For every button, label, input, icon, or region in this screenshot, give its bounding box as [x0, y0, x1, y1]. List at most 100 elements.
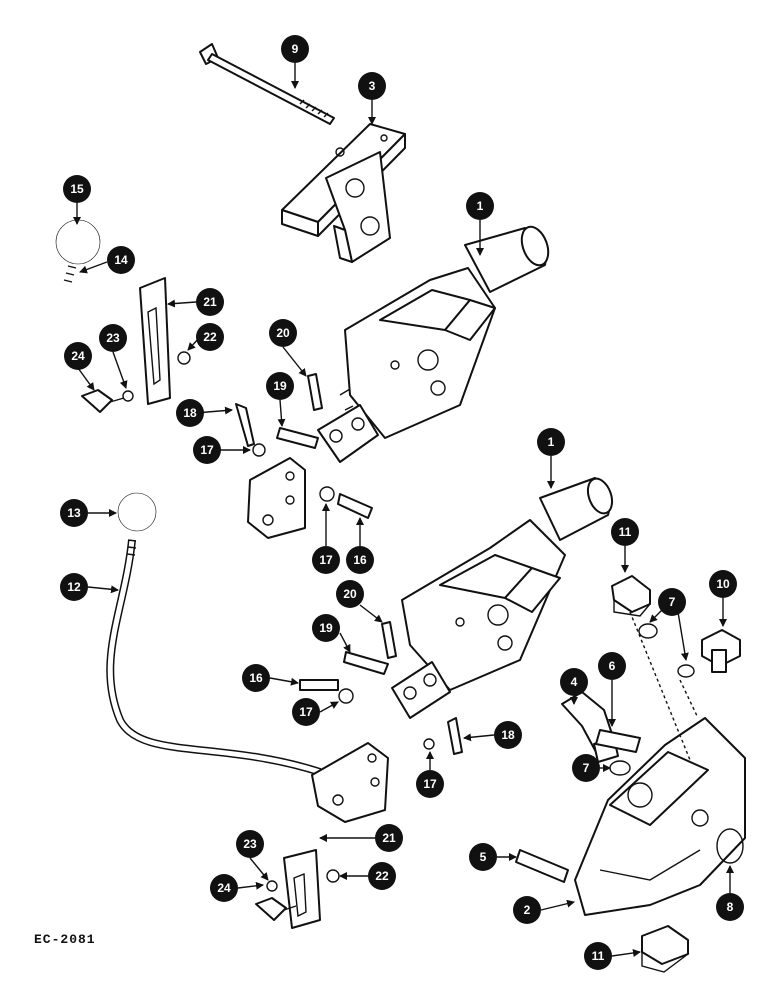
- o-ring-part-8: [716, 828, 744, 864]
- callout-16-lower: 16: [242, 664, 270, 692]
- cotter-pin-part-18-lower: [447, 717, 463, 755]
- svg-text:16: 16: [249, 671, 263, 685]
- svg-text:21: 21: [203, 295, 217, 309]
- washer-part-17-upper-a: [252, 443, 266, 457]
- bolt-part-6: [595, 729, 641, 753]
- callout-12: 12: [60, 573, 88, 601]
- lever-rod-upper-part-14: [48, 265, 306, 539]
- plug-fitting-part-11-lower: [641, 925, 689, 973]
- pin-part-20-lower: [381, 621, 397, 659]
- callout-20-lower: 20: [336, 580, 364, 608]
- plate-part-21-lower: [283, 849, 321, 929]
- svg-text:24: 24: [217, 881, 231, 895]
- o-ring-part-7-upper: [638, 623, 658, 639]
- callout-18-upper: 18: [176, 399, 204, 427]
- svg-text:17: 17: [423, 777, 437, 791]
- washer-part-17-upper-b: [319, 486, 335, 502]
- bolt-part-9: [199, 43, 335, 125]
- svg-text:1: 1: [477, 199, 484, 213]
- callout-17-upper-a: 17: [193, 436, 221, 464]
- figure-code-label: EC-2081: [34, 932, 96, 947]
- clevis-pin-part-16-upper: [337, 493, 373, 519]
- callout-14: 14: [107, 246, 135, 274]
- svg-text:20: 20: [276, 326, 290, 340]
- svg-text:11: 11: [592, 949, 605, 963]
- callout-21-upper: 21: [196, 288, 224, 316]
- svg-text:20: 20: [343, 587, 357, 601]
- svg-text:21: 21: [382, 831, 396, 845]
- svg-text:7: 7: [669, 595, 676, 609]
- knob-part-15: [55, 219, 101, 265]
- washer-part-17-lower-b: [423, 738, 435, 750]
- callout-23-lower: 23: [236, 830, 264, 858]
- knob-part-13: [117, 492, 157, 532]
- bracket-part-3: [281, 123, 406, 263]
- callout-11-lower: 11: [584, 942, 612, 970]
- plate-part-21-upper: [139, 277, 171, 405]
- svg-text:3: 3: [369, 79, 376, 93]
- svg-text:17: 17: [299, 705, 313, 719]
- elbow-fitting-part-4: [561, 691, 619, 763]
- lever-rod-lower-part-12: [106, 539, 389, 823]
- svg-text:24: 24: [71, 349, 85, 363]
- svg-text:12: 12: [67, 580, 81, 594]
- callout-17-lower-b: 17: [416, 770, 444, 798]
- callout-18-lower: 18: [494, 721, 522, 749]
- pin-part-19-lower: [343, 651, 389, 675]
- spool-valve-lower-part-1: [391, 477, 614, 719]
- callout-5: 5: [469, 843, 497, 871]
- callout-7-lower: 7: [572, 754, 600, 782]
- svg-text:4: 4: [571, 675, 578, 689]
- callout-leaders: [73, 63, 734, 957]
- pin-part-20-upper: [307, 373, 323, 411]
- callout-22-upper: 22: [196, 323, 224, 351]
- callout-17-lower-a: 17: [292, 698, 320, 726]
- svg-text:18: 18: [183, 406, 197, 420]
- callout-16-upper: 16: [346, 546, 374, 574]
- pin-part-19-upper: [276, 427, 319, 449]
- callout-1-upper: 1: [466, 192, 494, 220]
- callout-15: 15: [63, 175, 91, 203]
- svg-text:8: 8: [727, 900, 734, 914]
- callout-13: 13: [60, 499, 88, 527]
- adapter-fitting-part-10: [701, 629, 741, 673]
- callout-24-lower: 24: [210, 874, 238, 902]
- svg-text:18: 18: [501, 728, 515, 742]
- svg-text:22: 22: [203, 330, 217, 344]
- svg-text:5: 5: [480, 850, 487, 864]
- svg-text:13: 13: [67, 506, 81, 520]
- callout-3: 3: [358, 72, 386, 100]
- svg-text:17: 17: [319, 553, 333, 567]
- bolt-part-5: [515, 849, 569, 883]
- svg-text:9: 9: [292, 42, 299, 56]
- wing-nut-part-24-lower: [255, 897, 297, 921]
- washer-part-22-upper: [177, 351, 191, 365]
- callout-19-upper: 19: [266, 372, 294, 400]
- callout-6: 6: [598, 652, 626, 680]
- washer-part-23-upper: [122, 390, 134, 402]
- washer-part-17-lower-a: [338, 688, 354, 704]
- svg-text:2: 2: [524, 903, 531, 917]
- wing-nut-part-24-upper: [81, 389, 125, 413]
- svg-text:6: 6: [609, 659, 616, 673]
- washer-part-23-lower: [266, 880, 278, 892]
- callout-11-upper: 11: [611, 518, 639, 546]
- callout-22-lower: 22: [368, 862, 396, 890]
- o-ring-part-7-lower: [609, 760, 631, 776]
- callout-1-lower: 1: [537, 428, 565, 456]
- svg-text:17: 17: [200, 443, 214, 457]
- callout-8: 8: [716, 893, 744, 921]
- svg-text:15: 15: [70, 182, 84, 196]
- callout-7-upper: 7: [658, 588, 686, 616]
- cotter-pin-part-18-upper: [235, 403, 255, 447]
- svg-text:16: 16: [353, 553, 367, 567]
- clevis-pin-part-16-lower: [299, 679, 339, 691]
- callout-9: 9: [281, 35, 309, 63]
- callout-4: 4: [560, 668, 588, 696]
- callout-19-lower: 19: [312, 614, 340, 642]
- washer-part-22-lower: [326, 869, 340, 883]
- o-ring-part-7-right: [677, 664, 695, 678]
- svg-text:11: 11: [619, 525, 632, 539]
- svg-text:22: 22: [375, 869, 389, 883]
